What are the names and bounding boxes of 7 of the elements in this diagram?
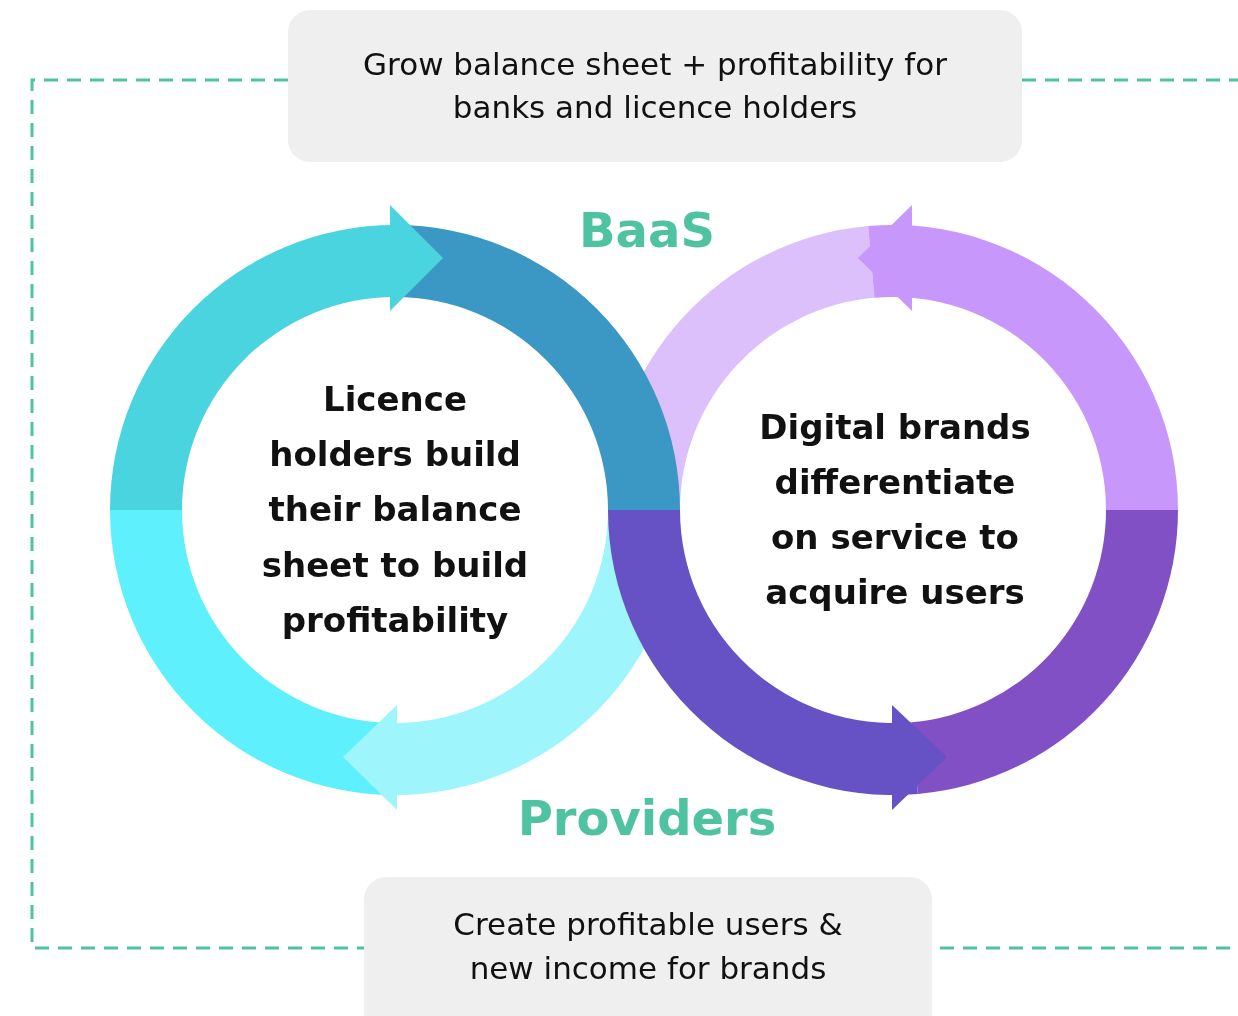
note-box: Grow balance sheet + profitability for banks and licence holders <box>288 10 1022 162</box>
cycle-text: Digital brands differentiate on service to acquire users <box>700 300 1090 720</box>
heading-label: Providers <box>517 790 777 846</box>
note-box: Create profitable users & new income for brands <box>364 877 932 1016</box>
cycle-text: Licence holders build their balance sheet to build profitability <box>192 300 598 720</box>
heading-label: BaaS <box>579 202 715 258</box>
connector-line <box>30 78 364 950</box>
